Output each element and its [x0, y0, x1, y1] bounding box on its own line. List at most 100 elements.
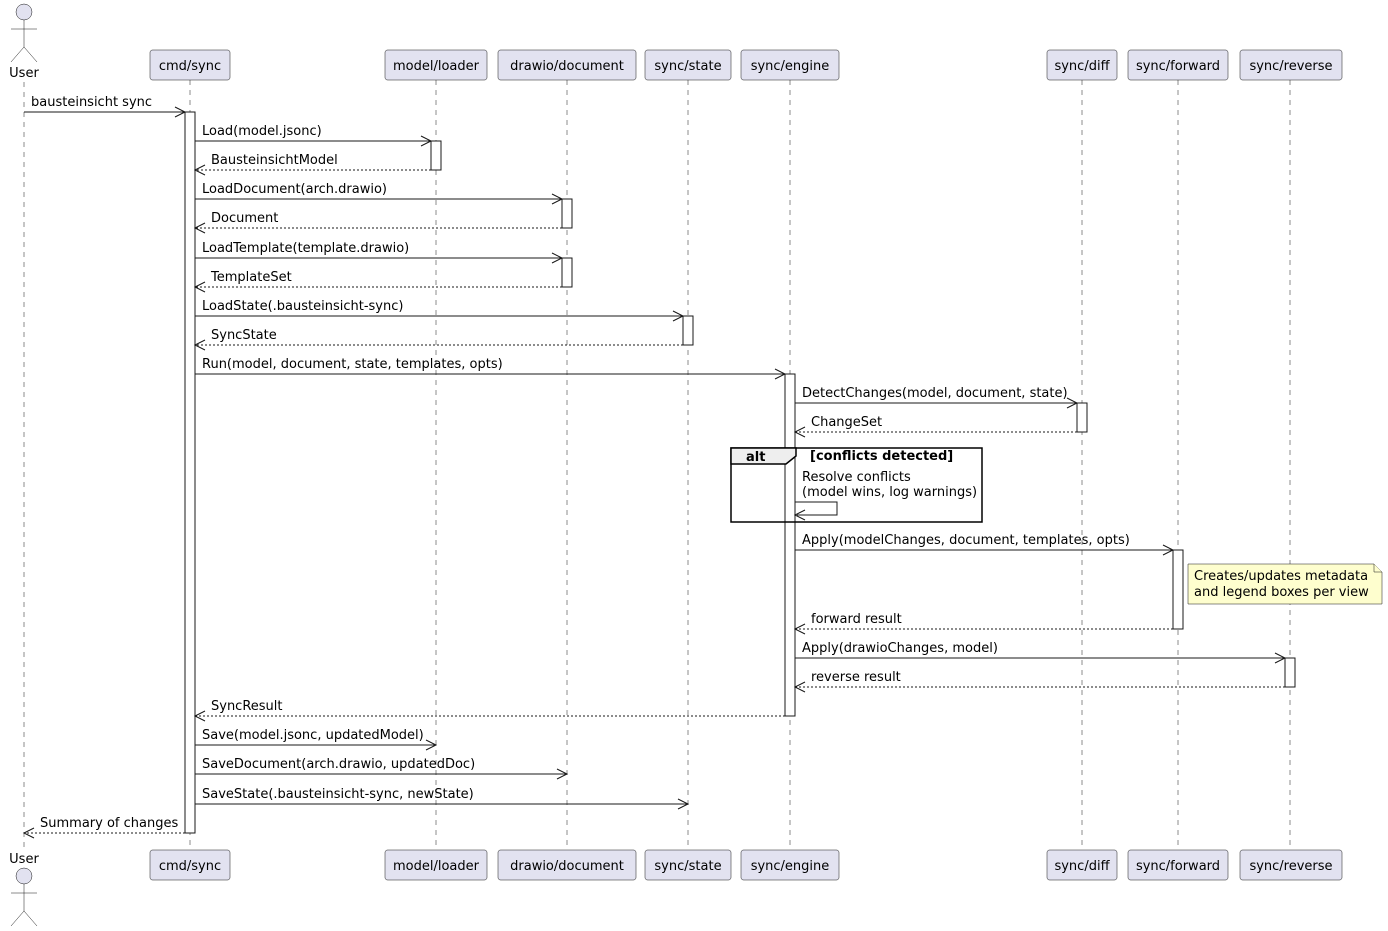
self-message-line: [795, 501, 838, 516]
activation-bar-forward: [1172, 549, 1184, 630]
participant-top-doc: drawio/document: [497, 49, 637, 81]
participant-top-cmd: cmd/sync: [149, 49, 231, 81]
message-label: DetectChanges(model, document, state): [802, 386, 1068, 401]
message-label: bausteinsicht sync: [31, 95, 152, 110]
participant-box: [497, 49, 637, 81]
participant-box: [1127, 49, 1229, 81]
arrowhead-icon: [420, 135, 433, 147]
message-label: Summary of changes: [40, 816, 178, 831]
participant-box: [644, 849, 732, 881]
arrowhead-icon: [793, 623, 806, 635]
actor-head-icon: [15, 867, 33, 885]
message-label: Document: [211, 211, 278, 226]
fragment-condition: [conflicts detected]: [810, 449, 953, 464]
activation-bar-state: [682, 315, 694, 346]
fragment-keyword: alt: [746, 450, 765, 465]
participant-bottom-engine: sync/engine: [740, 849, 840, 881]
arrowhead-icon: [1274, 652, 1287, 664]
message-3: LoadDocument(arch.drawio): [195, 182, 564, 205]
participant-label: sync/diff: [1054, 859, 1110, 874]
participant-box: [740, 849, 840, 881]
participant-box: [149, 849, 231, 881]
message-1: Load(model.jsonc): [195, 124, 433, 147]
participant-top-forward: sync/forward: [1127, 49, 1229, 81]
participant-top-state: sync/state: [644, 49, 732, 81]
message-21: Summary of changes: [22, 816, 185, 839]
arrowhead-icon: [193, 281, 206, 293]
alt-fragment: alt [conflicts detected]: [730, 447, 983, 523]
participant-box: [1127, 849, 1229, 881]
arrowhead-icon: [672, 310, 685, 322]
actor-body-icon: [10, 884, 38, 927]
participant-label: sync/forward: [1136, 59, 1220, 74]
fragment-frame: [730, 447, 983, 523]
message-label: reverse result: [811, 670, 901, 685]
arrowhead-icon: [193, 164, 206, 176]
arrowhead-icon: [793, 426, 806, 438]
arrowhead-icon: [22, 827, 35, 839]
message-label: TemplateSet: [210, 270, 292, 285]
participant-top-engine: sync/engine: [740, 49, 840, 81]
message-11: ChangeSet: [793, 415, 1077, 438]
actor-head-icon: [15, 3, 33, 21]
activation-bar-cmd: [184, 111, 196, 834]
participant-bottom-doc: drawio/document: [497, 849, 637, 881]
actor-label: User: [9, 66, 39, 81]
participant-label: drawio/document: [510, 59, 624, 74]
participant-bottom-state: sync/state: [644, 849, 732, 881]
message-2: BausteinsichtModel: [193, 153, 431, 176]
arrowhead-icon: [425, 739, 438, 751]
participant-label: sync/reverse: [1249, 859, 1332, 874]
message-14: forward result: [793, 612, 1173, 635]
arrowhead-icon: [793, 509, 806, 521]
message-label: BausteinsichtModel: [211, 153, 338, 168]
note-line: and legend boxes per view: [1194, 585, 1369, 600]
actor-body-icon: [10, 20, 38, 63]
message-15: Apply(drawioChanges, model): [795, 641, 1287, 664]
message-7: LoadState(.bausteinsicht-sync): [195, 299, 685, 322]
activation-bar-engine: [784, 373, 796, 717]
arrowhead-icon: [193, 339, 206, 351]
note-line: Creates/updates metadata: [1194, 569, 1368, 584]
message-label: ChangeSet: [811, 415, 882, 430]
message-label: Run(model, document, state, templates, o…: [202, 357, 503, 372]
participant-bottom-cmd: cmd/sync: [149, 849, 231, 881]
activation-bar-diff: [1076, 402, 1088, 433]
actor-bottom-user: User: [9, 852, 39, 927]
message-5: LoadTemplate(template.drawio): [195, 241, 564, 264]
arrowhead-icon: [1162, 544, 1175, 556]
participant-box: [1046, 49, 1118, 81]
message-12: Resolve conflicts(model wins, log warnin…: [793, 470, 977, 521]
participant-label: cmd/sync: [159, 59, 221, 74]
message-4: Document: [193, 211, 562, 234]
activation-bar-doc: [561, 257, 573, 288]
actor-top-user: User: [9, 3, 39, 81]
message-label: (model wins, log warnings): [802, 485, 977, 500]
participant-bottom-loader: model/loader: [384, 849, 488, 881]
activation-bar-reverse: [1284, 657, 1296, 688]
participant-bottom-forward: sync/forward: [1127, 849, 1229, 881]
participant-label: sync/reverse: [1249, 59, 1332, 74]
arrowhead-icon: [551, 193, 564, 205]
participant-label: cmd/sync: [159, 859, 221, 874]
message-16: reverse result: [793, 670, 1285, 693]
participant-box: [740, 49, 840, 81]
message-19: SaveDocument(arch.drawio, updatedDoc): [195, 757, 569, 780]
message-label: Resolve conflicts: [802, 470, 911, 485]
message-label: Apply(modelChanges, document, templates,…: [802, 533, 1130, 548]
message-label: LoadTemplate(template.drawio): [202, 241, 409, 256]
message-label: SyncResult: [211, 699, 283, 714]
note-fold: [1373, 564, 1382, 573]
arrowhead-icon: [193, 222, 206, 234]
participant-box: [1046, 849, 1118, 881]
message-label: Save(model.jsonc, updatedModel): [202, 728, 424, 743]
message-label: SaveDocument(arch.drawio, updatedDoc): [202, 757, 475, 772]
participant-label: model/loader: [393, 859, 480, 874]
participant-box: [1239, 849, 1343, 881]
participant-label: sync/engine: [751, 59, 830, 74]
message-17: SyncResult: [193, 699, 785, 722]
participant-box: [149, 49, 231, 81]
note-body: [1187, 563, 1383, 605]
participant-box: [644, 49, 732, 81]
